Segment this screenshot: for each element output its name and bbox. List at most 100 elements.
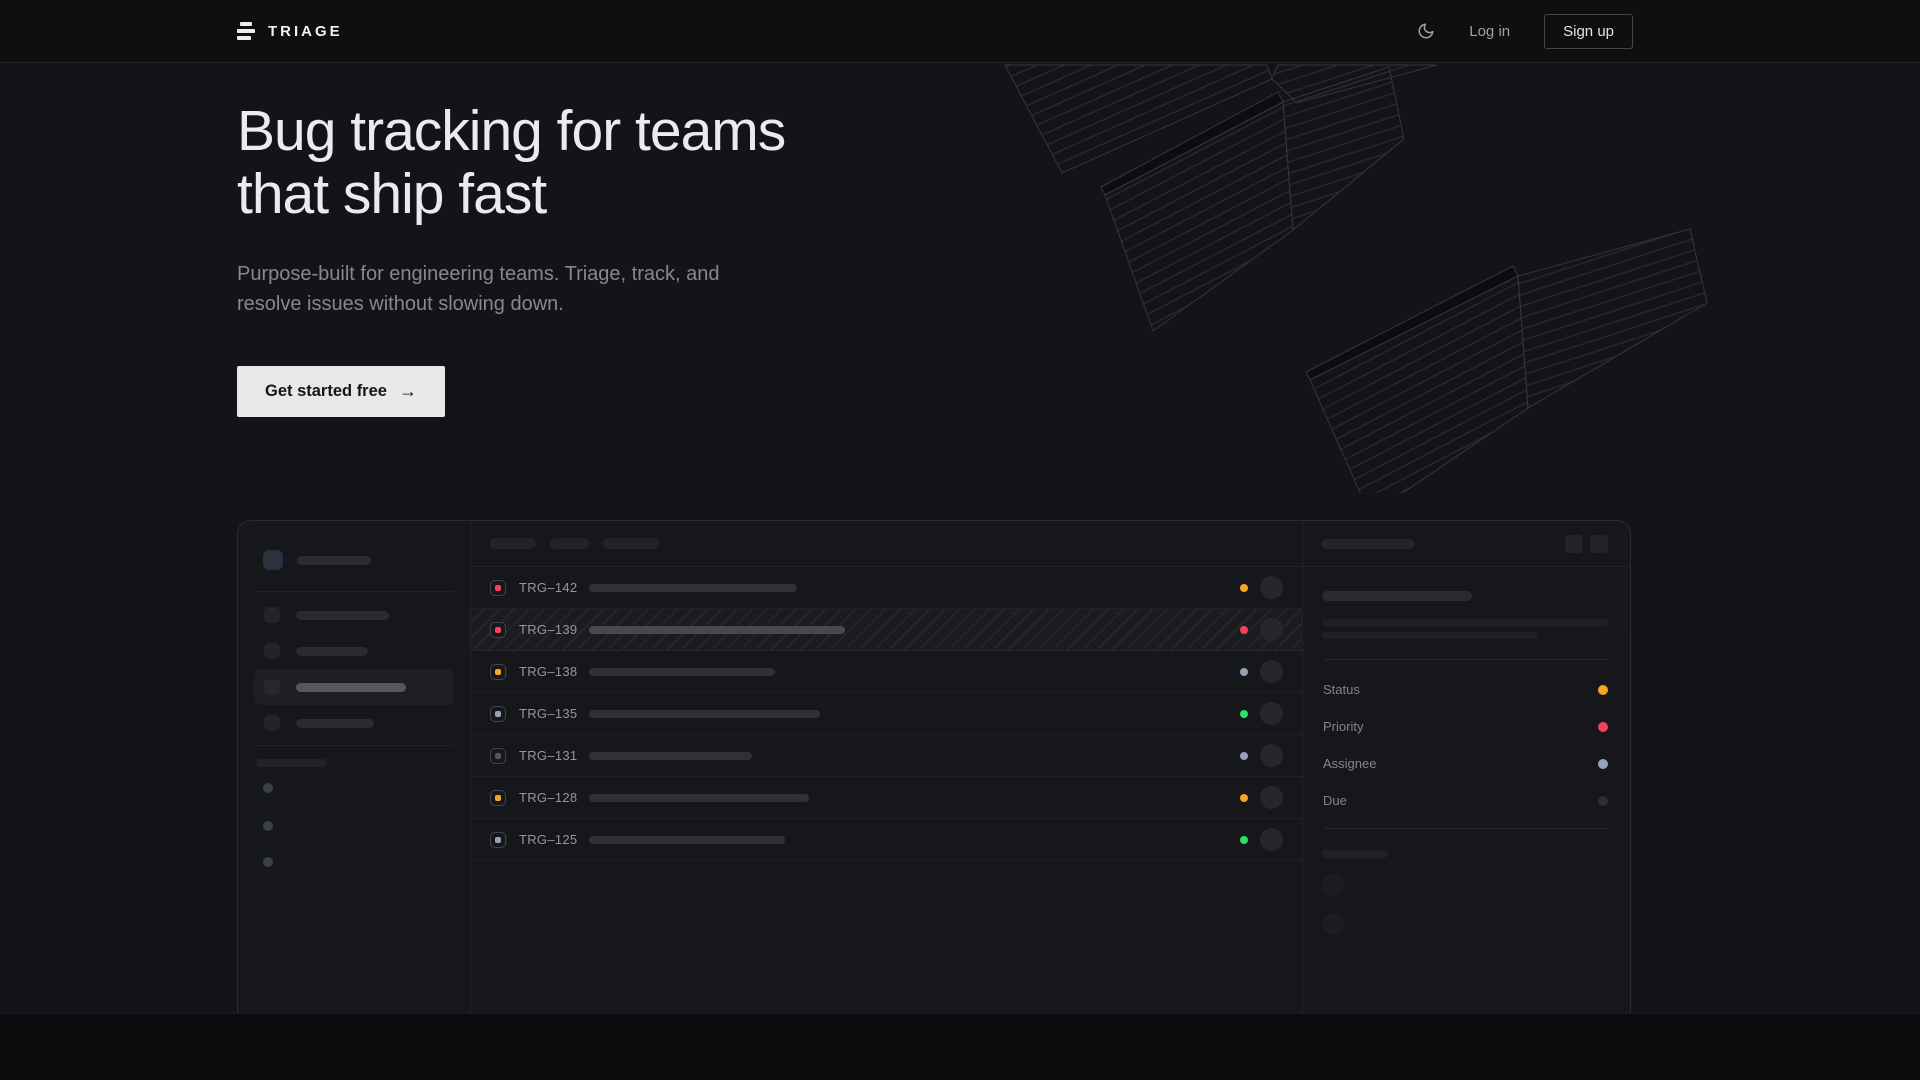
- property-label: Due: [1323, 793, 1347, 808]
- details-body: Status Priority Assignee Due: [1303, 567, 1630, 1013]
- issue-type-dot: [495, 626, 501, 633]
- issue-title-skeleton: [589, 583, 797, 592]
- workspace-icon: [263, 550, 283, 570]
- property-row: Assignee: [1323, 745, 1608, 782]
- property-label: Status: [1323, 682, 1360, 697]
- arrow-right-icon: →: [398, 381, 417, 401]
- issue-title-skeleton: [589, 751, 752, 760]
- issue-status-dot: [1240, 793, 1248, 802]
- sidebar-nav-skeleton: [238, 597, 470, 741]
- issue-status-dot: [1240, 709, 1248, 718]
- issue-avatar: [1260, 618, 1283, 641]
- issue-type-dot: [495, 836, 501, 843]
- panel-action-button: [1590, 534, 1608, 553]
- issue-avatar: [1260, 786, 1283, 809]
- wireframe-slabs-decoration: [1004, 64, 1708, 493]
- issue-id: TRG–142: [519, 580, 578, 595]
- issue-avatar: [1260, 576, 1283, 599]
- list-tab-skeleton: [550, 538, 589, 549]
- hero-title-line2: that ship fast: [237, 162, 547, 226]
- skeleton-pill: [296, 718, 374, 728]
- issue-id: TRG–125: [519, 832, 578, 847]
- triage-bars-icon: [237, 22, 255, 40]
- property-row: Status: [1323, 671, 1608, 708]
- property-row: Priority: [1323, 708, 1608, 745]
- issue-title-skeleton: [589, 835, 785, 844]
- issue-status-dot: [1240, 835, 1248, 844]
- sidebar-section-dot: [263, 857, 273, 867]
- divider: [254, 591, 454, 592]
- issue-avatar: [1260, 702, 1283, 725]
- issue-id: TRG–138: [519, 664, 578, 679]
- issue-title-skeleton: [589, 709, 820, 718]
- preview-details-panel: Status Priority Assignee Due: [1303, 521, 1630, 1013]
- issue-type-dot: [495, 668, 501, 675]
- issue-status-dot: [1240, 751, 1248, 760]
- issue-row: TRG–142: [471, 567, 1302, 609]
- app-preview-panel: TRG–142 TRG–139 TRG–138 TRG–135: [237, 520, 1631, 1013]
- footer-strip: [0, 1013, 1920, 1080]
- issue-row: TRG–138: [471, 651, 1302, 693]
- sidebar-item-icon: [264, 679, 280, 695]
- sidebar-section-dot: [263, 783, 273, 793]
- sidebar-item-active: [254, 669, 454, 705]
- sidebar-section-dot: [263, 821, 273, 831]
- issue-type-icon: [490, 831, 506, 848]
- brand-logo[interactable]: TRIAGE: [237, 22, 343, 40]
- skeleton-pill: [296, 682, 406, 692]
- issue-type-icon: [490, 663, 506, 680]
- details-header-actions: [1565, 534, 1608, 553]
- brand-name: TRIAGE: [268, 22, 343, 40]
- hero-subtitle: Purpose-built for engineering teams. Tri…: [237, 259, 785, 319]
- issue-id: TRG–128: [519, 790, 578, 805]
- get-started-label: Get started free: [265, 382, 387, 400]
- issue-row: TRG–128: [471, 777, 1302, 819]
- issue-type-icon: [490, 789, 506, 806]
- property-label: Priority: [1323, 719, 1364, 734]
- issue-row: TRG–139: [471, 609, 1302, 651]
- sidebar-item: [254, 633, 454, 669]
- nav-actions: Log in Sign up: [1417, 13, 1633, 49]
- issue-type-icon: [490, 621, 506, 638]
- issue-row: TRG–131: [471, 735, 1302, 777]
- signup-button[interactable]: Sign up: [1544, 13, 1633, 49]
- issue-rows: TRG–142 TRG–139 TRG–138 TRG–135: [471, 567, 1302, 861]
- list-header: [471, 521, 1302, 567]
- navbar: TRIAGE Log in Sign up: [0, 0, 1920, 63]
- issue-status-dot: [1240, 583, 1248, 592]
- login-link[interactable]: Log in: [1469, 22, 1511, 40]
- issue-type-icon: [490, 579, 506, 596]
- issue-avatar: [1260, 828, 1283, 851]
- issue-type-dot: [495, 710, 501, 717]
- workspace-switcher-skeleton: [263, 550, 371, 570]
- details-header: [1303, 521, 1630, 567]
- theme-toggle-button[interactable]: [1417, 22, 1435, 40]
- sidebar-item-icon: [264, 715, 280, 731]
- issue-type-icon: [490, 747, 506, 764]
- avatar-circle: [1322, 913, 1344, 935]
- divider: [1323, 659, 1610, 660]
- hero-subtitle-line2: resolve issues without slowing down.: [237, 293, 564, 315]
- skeleton-pill: [296, 646, 368, 656]
- issue-title-skeleton: [589, 793, 809, 802]
- hero-subtitle-line1: Purpose-built for engineering teams. Tri…: [237, 263, 720, 285]
- property-value-dot: [1598, 795, 1608, 806]
- skeleton-pill: [296, 610, 389, 620]
- panel-action-button: [1565, 534, 1583, 553]
- list-tab-skeleton: [490, 538, 536, 549]
- property-row: Due: [1323, 782, 1608, 819]
- hero-section: Bug tracking for teams that ship fast Pu…: [237, 0, 786, 417]
- get-started-button[interactable]: Get started free →: [237, 366, 445, 417]
- hero-title: Bug tracking for teams that ship fast: [237, 100, 786, 226]
- skeleton-pill: [1321, 538, 1415, 549]
- sidebar-item: [254, 705, 454, 741]
- issue-id: TRG–139: [519, 622, 578, 637]
- issue-type-dot: [495, 752, 501, 759]
- avatar-circle: [1322, 874, 1344, 896]
- issue-avatar: [1260, 660, 1283, 683]
- issue-title-skeleton: [589, 667, 775, 676]
- issue-row: TRG–125: [471, 819, 1302, 861]
- list-tab-skeleton: [603, 538, 659, 549]
- property-value-dot: [1598, 721, 1608, 732]
